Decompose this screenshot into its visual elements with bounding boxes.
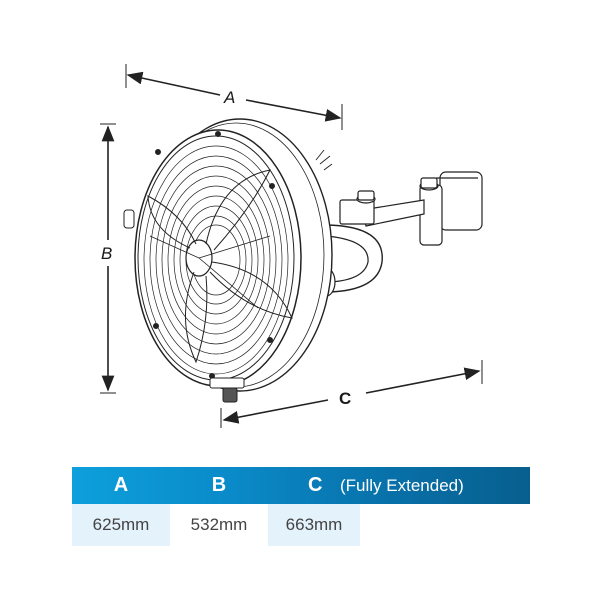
fan-dimension-drawing: A B C [100,64,483,428]
dimensions-table: A B C (Fully Extended) 625mm 532mm 663mm [72,467,530,546]
dimension-a-line [125,64,343,130]
header-a: A [113,474,129,496]
fan-guard [123,129,302,403]
table-header: A B C (Fully Extended) [72,467,530,504]
dimension-a-label: A [224,88,236,107]
dimension-c-label: C [339,389,352,408]
fan-line-art [100,64,483,428]
value-a: 625mm [72,504,170,546]
dimension-c-line [220,360,483,428]
dimension-b-label: B [101,244,113,263]
value-c: 663mm [268,504,360,546]
header-c-note: (Fully Extended) [340,476,464,495]
dimension-b-line [100,123,116,394]
header-c: C [308,474,323,496]
header-b: B [211,474,227,496]
table-row: 625mm 532mm 663mm [72,504,530,546]
value-b: 532mm [170,504,268,546]
wall-bracket [311,171,483,297]
